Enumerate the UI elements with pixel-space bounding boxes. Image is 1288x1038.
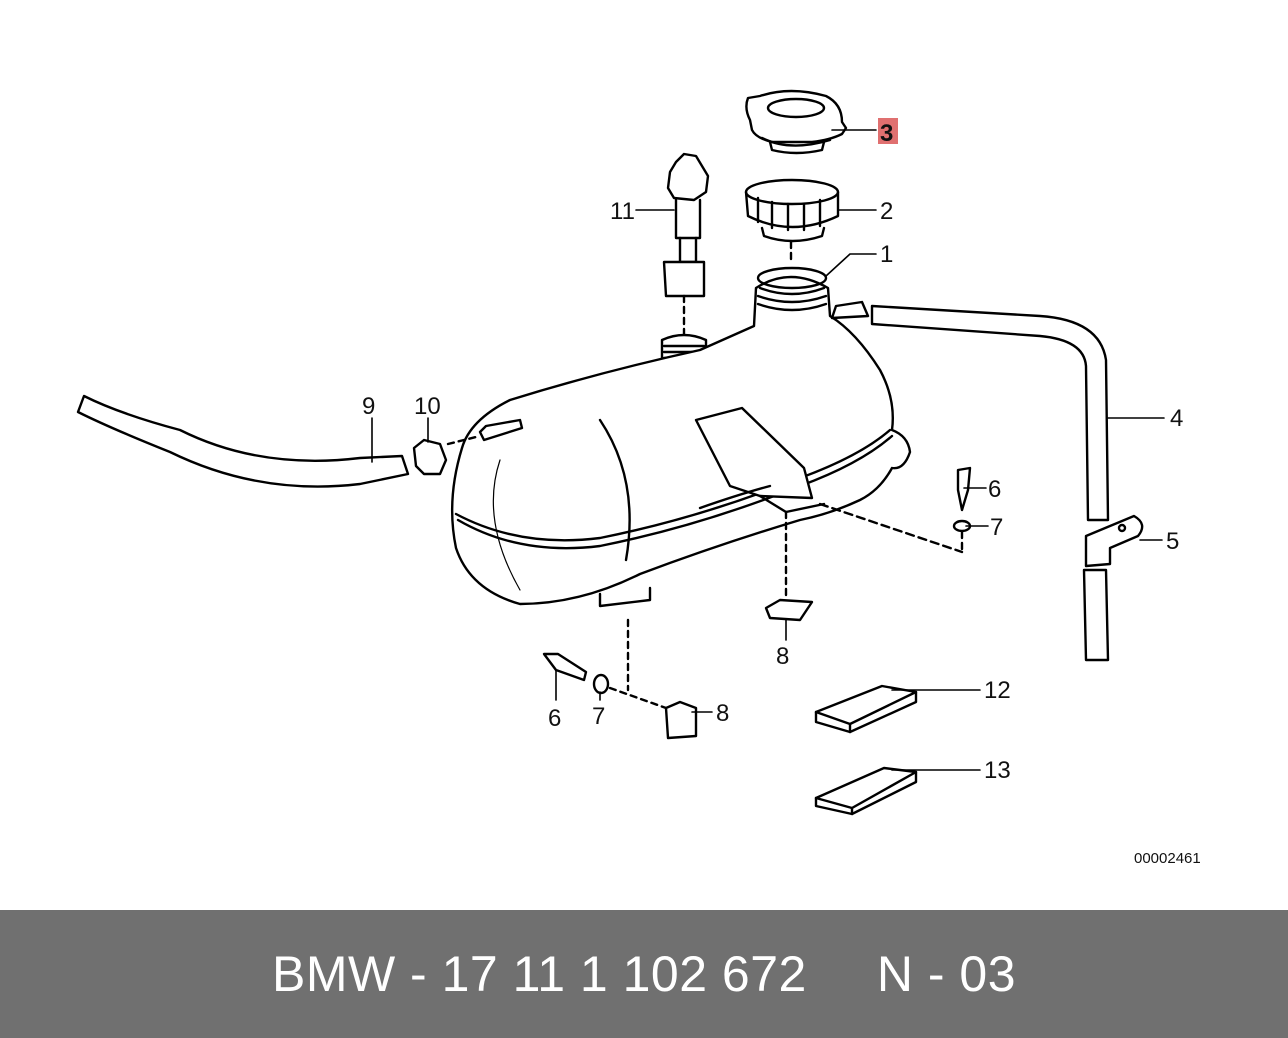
clip-part-5 — [1084, 514, 1144, 568]
callout-7-bottom: 7 — [592, 703, 605, 730]
callout-highlight — [878, 118, 898, 144]
callout-9: 9 — [362, 393, 375, 420]
callout-2: 2 — [880, 198, 893, 225]
nut-part-8-center — [764, 510, 814, 622]
callout-13: 13 — [984, 757, 1011, 784]
callout-6-bottom: 6 — [548, 705, 561, 732]
level-sensor-part-11 — [660, 152, 710, 369]
callout-8-center: 8 — [776, 643, 789, 670]
callout-5: 5 — [1166, 528, 1179, 555]
part-number-footer: BMW - 17 11 1 102 672 N - 03 — [0, 910, 1288, 1038]
page-reference: N - 03 — [876, 946, 1017, 1002]
leader-lines — [371, 129, 1165, 771]
callout-1: 1 — [880, 241, 893, 268]
plate-part-12 — [814, 684, 918, 734]
callout-3: 3 — [880, 120, 893, 147]
cap-part-3 — [745, 89, 848, 155]
part-number: BMW - 17 11 1 102 672 — [271, 946, 807, 1002]
callout-12: 12 — [984, 677, 1011, 704]
screw-cap-part-2 — [744, 178, 840, 264]
screw-washer-nut-bottom — [542, 618, 698, 740]
parts-diagram: 3 2 1 11 4 5 6 7 9 10 8 6 7 8 12 13 0000… — [76, 89, 1201, 867]
reference-code: 00002461 — [1134, 850, 1201, 867]
hose-part-9 — [76, 394, 410, 488]
expansion-tank-part-1 — [450, 266, 912, 608]
clamp-part-10 — [412, 434, 482, 476]
screw-washer-right — [818, 466, 972, 554]
callout-10: 10 — [414, 393, 441, 420]
hose-part-4 — [870, 304, 1110, 662]
plate-part-13 — [814, 766, 918, 816]
callout-11: 11 — [610, 198, 635, 225]
callout-8-bottom: 8 — [716, 700, 729, 727]
callout-7-right: 7 — [990, 514, 1003, 541]
callout-4: 4 — [1170, 405, 1183, 432]
callout-6-right: 6 — [988, 476, 1001, 503]
